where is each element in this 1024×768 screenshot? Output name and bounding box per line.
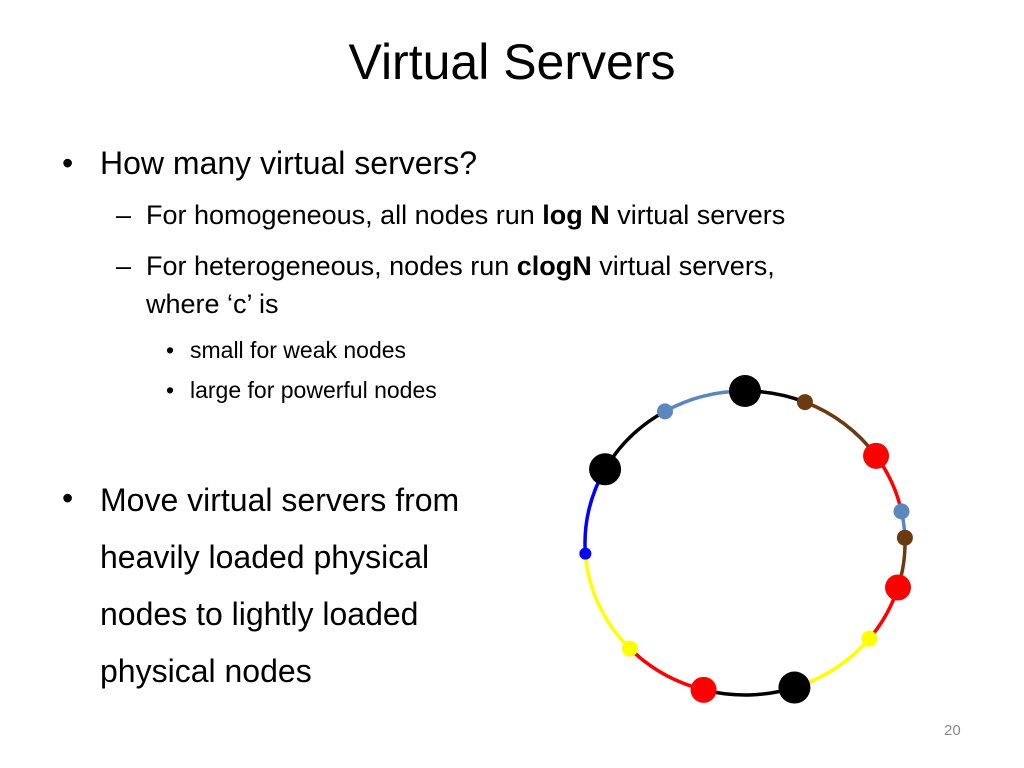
ring-node-brown [896, 529, 913, 546]
bullet-move-line-2: heavily loaded physical [100, 539, 430, 575]
text-post: virtual servers [609, 200, 786, 230]
bullet-symbol: • [166, 337, 175, 363]
ring-node-black [729, 375, 761, 407]
sub-bullet-text: For heterogeneous, nodes run clogN virtu… [146, 248, 775, 284]
bullet-symbol: • [166, 377, 175, 403]
ring-node-red [690, 676, 717, 703]
dash-symbol: – [116, 251, 132, 281]
sub-sub-bullet-text: small for weak nodes [190, 337, 407, 363]
ring-node-yellow [861, 630, 878, 647]
dash-symbol: – [116, 200, 132, 230]
ring-node-yellow [621, 640, 638, 657]
text-bold: log N [542, 200, 610, 230]
bullet-text: How many virtual servers? [100, 145, 477, 181]
ring-node-steel-blue [893, 503, 910, 520]
ring-arc-brown [804, 400, 878, 457]
slide-title: Virtual Servers [348, 34, 676, 90]
sub-sub-bullet-text: large for powerful nodes [190, 377, 437, 403]
ring-node-red [863, 442, 890, 469]
ring-node-blue [579, 547, 592, 560]
bullet-symbol: • [62, 145, 74, 181]
bullet-move-line-4: physical nodes [100, 653, 312, 689]
text-bold: clogN [516, 251, 592, 281]
page-number: 20 [944, 722, 961, 739]
ring-arc-yellow [583, 553, 632, 650]
bullet-symbol: • [62, 480, 74, 516]
sub-bullet-text: For homogeneous, all nodes run log N vir… [146, 197, 785, 233]
text-pre: For homogeneous, all nodes run [146, 200, 543, 230]
bullet-move-line-1: Move virtual servers from [100, 482, 460, 518]
sub-bullet-text-line2: where ‘c’ is [146, 289, 279, 319]
ring-node-black [778, 671, 811, 704]
bullet-move-text: Move virtual servers from heavily loaded… [100, 472, 459, 700]
text-pre: For heterogeneous, nodes run [146, 251, 517, 281]
ring-node-brown [796, 394, 813, 411]
bullet-move-line-3: nodes to lightly loaded [100, 596, 419, 632]
ring-node-red [885, 574, 912, 601]
ring-node-black [589, 453, 622, 486]
ring-nodes [579, 375, 913, 704]
text-post: virtual servers, [591, 251, 775, 281]
ring-node-steel-blue [657, 403, 673, 420]
